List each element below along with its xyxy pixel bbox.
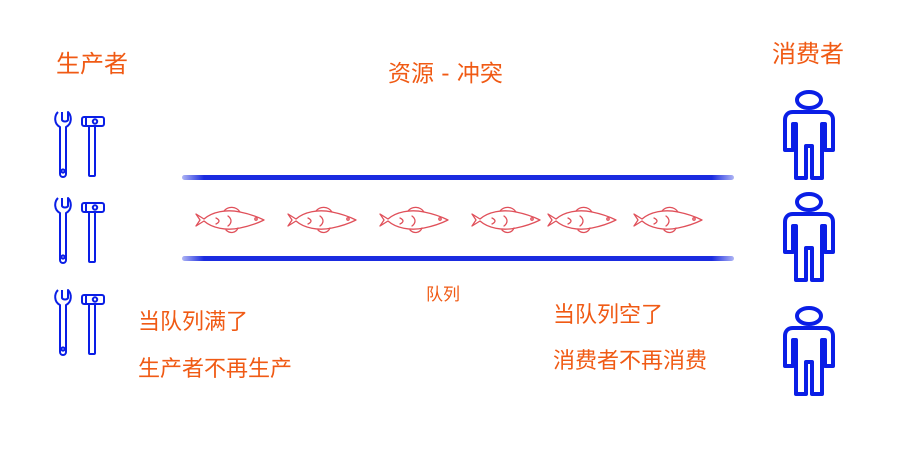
person-icon xyxy=(783,192,835,282)
queue-pipe xyxy=(182,175,734,261)
fish-icon xyxy=(471,206,541,234)
producer-note-full: 当队列满了 xyxy=(138,310,249,335)
fish-icon xyxy=(633,206,703,234)
fish-icon xyxy=(379,206,449,234)
consumer-note-empty: 当队列空了 xyxy=(553,303,664,328)
consumer-1 xyxy=(783,90,835,180)
fish-icon xyxy=(547,206,617,234)
person-icon xyxy=(783,90,835,180)
consumer-note-stop: 消费者不再消费 xyxy=(553,349,708,374)
wrench-hammer-icon xyxy=(54,289,105,356)
person-icon xyxy=(783,306,835,396)
producer-title: 生产者 xyxy=(56,50,128,78)
consumer-3 xyxy=(783,306,835,396)
producer-1 xyxy=(54,111,105,178)
producer-3 xyxy=(54,289,105,356)
wrench-hammer-icon xyxy=(54,111,105,178)
queue-bottom-edge xyxy=(182,256,734,261)
fish-icon xyxy=(287,206,357,234)
queue-top-edge xyxy=(182,175,734,180)
producer-note-stop: 生产者不再生产 xyxy=(138,357,293,382)
fish-icon xyxy=(195,206,265,234)
resource-conflict-title: 资源 - 冲突 xyxy=(388,61,503,87)
wrench-hammer-icon xyxy=(54,197,105,264)
consumer-2 xyxy=(783,192,835,282)
consumer-title: 消费者 xyxy=(772,40,844,68)
queue-label: 队列 xyxy=(426,285,460,305)
producer-2 xyxy=(54,197,105,264)
